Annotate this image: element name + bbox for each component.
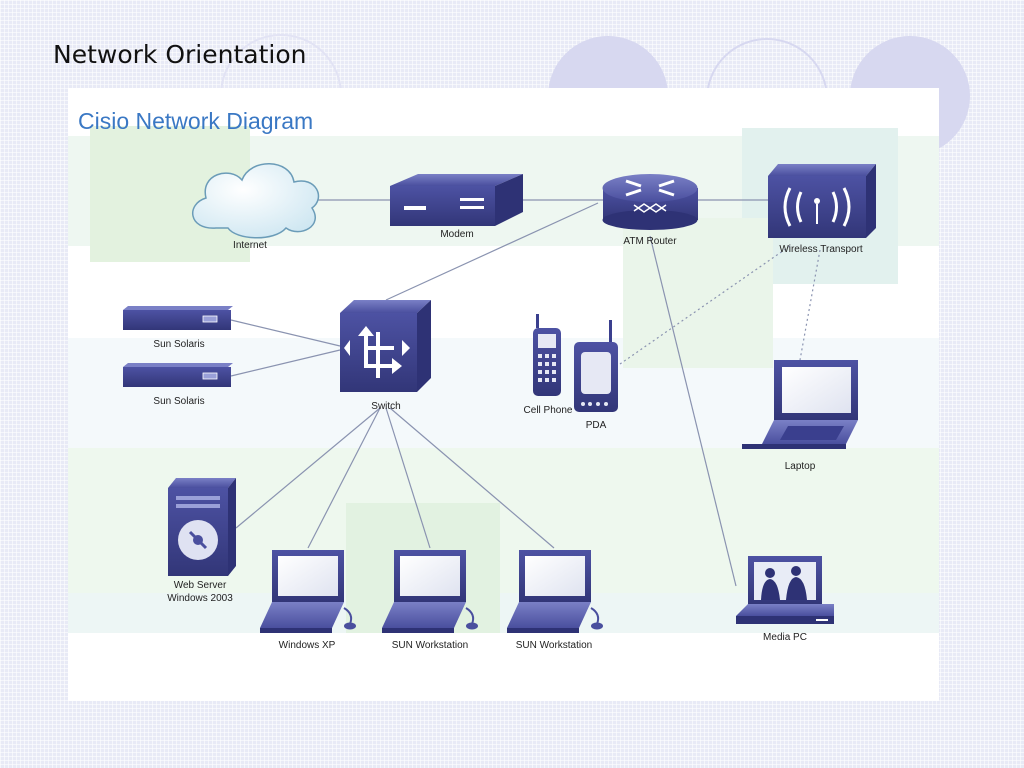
cell-phone-icon — [533, 314, 561, 396]
sun-workstation-icon — [382, 550, 478, 633]
sun-workstation-label: SUN Workstation — [391, 640, 469, 651]
internet-label: Internet — [233, 240, 267, 251]
modem-label: Modem — [440, 229, 474, 240]
web-server-label: Web Server Windows 2003 — [167, 580, 233, 604]
laptop-label: Laptop — [784, 461, 816, 472]
diagram-title: Cisio Network Diagram — [78, 108, 314, 134]
pda-label: PDA — [585, 420, 607, 431]
cell-phone-label: Cell Phone — [523, 405, 573, 416]
laptop-icon — [742, 360, 858, 449]
atm-router-label: ATM Router — [623, 236, 677, 247]
switch-label: Switch — [371, 401, 401, 412]
sun-solaris-label: Sun Solaris — [153, 396, 205, 407]
wireless-transport-icon — [768, 164, 876, 238]
sun-solaris-label: Sun Solaris — [153, 339, 205, 350]
atm-router-icon — [602, 174, 698, 230]
link-switch-sunws2 — [389, 407, 555, 549]
media-pc-label: Media PC — [763, 632, 807, 643]
sun-solaris-server-icon — [123, 306, 233, 330]
link-switch-windowsxp — [307, 407, 381, 549]
sun-solaris-server-icon — [123, 363, 233, 387]
diagram-canvas — [123, 163, 876, 633]
link-wireless-laptop — [799, 249, 821, 361]
link-switch-webserver — [235, 407, 381, 529]
slide-title: Network Orientation — [53, 40, 307, 69]
background-band — [623, 218, 773, 368]
modem-icon — [390, 174, 523, 226]
web-server-icon — [168, 478, 236, 576]
wireless-transport-label: Wireless Transport — [779, 244, 863, 255]
link-router-mediapc — [649, 235, 737, 587]
link-router-switch — [385, 202, 599, 301]
link-solaris1-switch — [230, 319, 341, 347]
link-solaris2-switch — [230, 349, 341, 377]
diagram-panel: Cisio Network Diagram — [68, 88, 939, 701]
windows-xp-workstation-icon — [260, 550, 356, 633]
link-switch-sunws1 — [385, 407, 431, 549]
pda-icon — [574, 320, 618, 412]
switch-icon — [340, 300, 431, 392]
sun-workstation-label: SUN Workstation — [515, 640, 593, 651]
connections — [230, 199, 821, 587]
sun-workstation-icon — [507, 550, 603, 633]
link-wireless-pda — [619, 245, 791, 365]
internet-cloud-icon — [191, 163, 320, 239]
windows-xp-label: Windows XP — [278, 640, 336, 651]
media-pc-icon — [736, 556, 834, 624]
